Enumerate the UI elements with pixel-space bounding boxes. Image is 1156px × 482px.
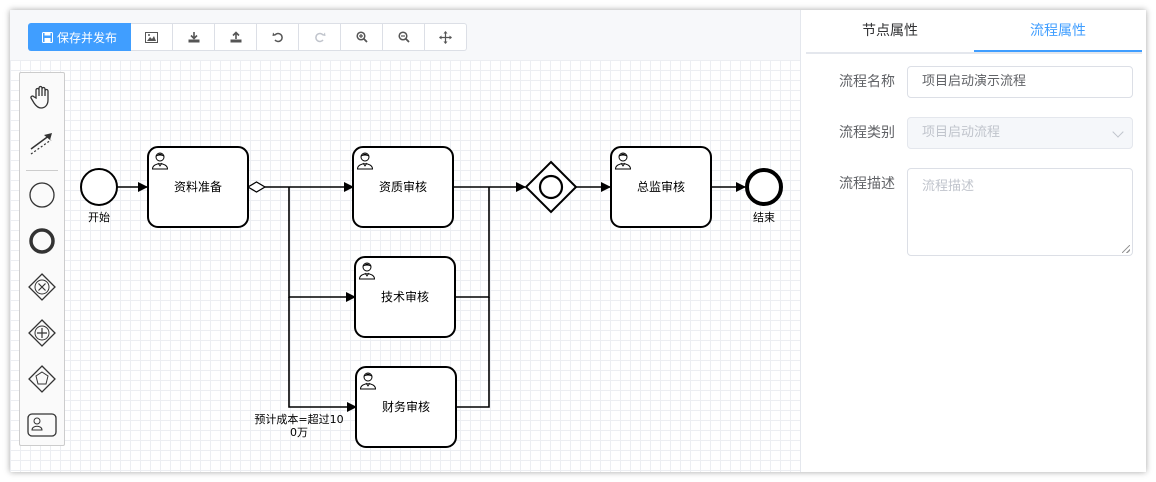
download-icon bbox=[188, 32, 200, 43]
exclusive-gateway-icon bbox=[28, 273, 56, 301]
upload-icon bbox=[230, 31, 242, 43]
process-category-select[interactable]: 项目启动流程 bbox=[907, 117, 1133, 149]
palette-separator bbox=[26, 170, 58, 171]
save-publish-label: 保存并发布 bbox=[57, 30, 118, 45]
tab-process-properties[interactable]: 流程属性 bbox=[974, 10, 1142, 52]
connect-tool[interactable] bbox=[20, 123, 64, 163]
start-event-icon bbox=[29, 182, 55, 208]
download-button[interactable] bbox=[173, 23, 216, 51]
inclusive-gateway[interactable] bbox=[524, 160, 578, 214]
undo-icon bbox=[272, 32, 283, 43]
condition-label-line2: 0万 bbox=[290, 426, 308, 439]
tab-node-properties[interactable]: 节点属性 bbox=[862, 23, 918, 39]
end-event-tool[interactable] bbox=[20, 221, 64, 261]
task-director[interactable]: 总监审核 bbox=[610, 146, 712, 228]
undo-button[interactable] bbox=[257, 23, 300, 51]
properties-tabs: 节点属性 流程属性 bbox=[806, 10, 1142, 54]
redo-icon bbox=[314, 32, 326, 43]
task-prepare[interactable]: 资料准备 bbox=[147, 146, 249, 228]
inclusive-gateway-icon bbox=[28, 365, 56, 393]
parallel-gateway-icon bbox=[28, 319, 56, 347]
task-qualification-label: 资质审核 bbox=[379, 179, 427, 194]
exclusive-gateway-tool[interactable] bbox=[20, 267, 64, 307]
end-event-label: 结束 bbox=[753, 211, 775, 224]
inclusive-gateway-tool[interactable] bbox=[20, 359, 64, 399]
flow-split-to-finance[interactable] bbox=[288, 297, 357, 412]
fit-view-button[interactable] bbox=[425, 23, 468, 51]
default-flow-marker bbox=[246, 181, 267, 193]
process-description-label: 流程描述 bbox=[839, 176, 895, 192]
flow-finance-to-gateway[interactable] bbox=[456, 297, 490, 408]
task-qualification[interactable]: 资质审核 bbox=[352, 146, 454, 228]
start-event[interactable] bbox=[80, 168, 118, 206]
image-icon bbox=[145, 31, 159, 43]
process-description-placeholder: 流程描述 bbox=[922, 179, 975, 194]
redo-button[interactable] bbox=[299, 23, 342, 51]
parallel-gateway-tool[interactable] bbox=[20, 313, 64, 353]
properties-panel: 节点属性 流程属性 流程名称 项目启动演示流程 流程类别 项目启动流程 流程描述… bbox=[800, 10, 1146, 472]
process-name-input[interactable]: 项目启动演示流程 bbox=[907, 66, 1133, 98]
start-event-label: 开始 bbox=[88, 210, 110, 224]
save-publish-button[interactable]: 保存并发布 bbox=[28, 23, 132, 51]
upload-button[interactable] bbox=[215, 23, 258, 51]
element-palette bbox=[19, 72, 65, 446]
resize-handle-icon[interactable] bbox=[1122, 245, 1130, 253]
start-event-tool[interactable] bbox=[20, 175, 64, 215]
app-window: 保存并发布 bbox=[10, 10, 1146, 472]
task-technical-label: 技术审核 bbox=[381, 289, 429, 304]
process-category-value: 项目启动流程 bbox=[922, 125, 1001, 140]
task-finance-label: 财务审核 bbox=[382, 399, 430, 414]
condition-label-line1: 预计成本=超过10 bbox=[254, 412, 343, 426]
zoom-in-icon bbox=[355, 31, 368, 43]
task-director-label: 总监审核 bbox=[637, 179, 685, 194]
task-finance[interactable]: 财务审核 bbox=[355, 366, 457, 448]
end-event[interactable] bbox=[745, 168, 783, 206]
diagram-canvas[interactable]: 保存并发布 bbox=[10, 10, 800, 472]
chevron-down-icon bbox=[1112, 126, 1124, 138]
task-prepare-label: 资料准备 bbox=[174, 180, 222, 194]
process-category-label: 流程类别 bbox=[839, 125, 895, 141]
save-icon bbox=[42, 31, 53, 43]
process-name-label: 流程名称 bbox=[839, 74, 895, 90]
sequence-flows bbox=[117, 182, 746, 412]
flow-split-to-technical[interactable] bbox=[288, 187, 356, 302]
end-event-icon bbox=[29, 228, 55, 254]
user-task-icon bbox=[27, 413, 57, 437]
toolbar: 保存并发布 bbox=[28, 23, 468, 51]
zoom-out-icon bbox=[397, 31, 410, 43]
hand-tool[interactable] bbox=[20, 77, 64, 117]
user-task-tool[interactable] bbox=[20, 405, 64, 445]
zoom-in-button[interactable] bbox=[341, 23, 384, 51]
export-image-button[interactable] bbox=[131, 23, 174, 51]
bpmn-diagram: 开始 资料准备 资质审核 技术审核 财务审核 bbox=[80, 146, 783, 448]
toolbar-area: 保存并发布 bbox=[10, 10, 800, 60]
connect-tool-icon bbox=[30, 133, 52, 155]
hand-tool-icon bbox=[30, 85, 49, 109]
flow-technical-to-gateway[interactable] bbox=[455, 187, 490, 298]
process-description-textarea[interactable]: 流程描述 bbox=[907, 168, 1133, 256]
fit-view-icon bbox=[439, 30, 453, 44]
zoom-out-button[interactable] bbox=[383, 23, 426, 51]
task-technical[interactable]: 技术审核 bbox=[354, 256, 456, 338]
